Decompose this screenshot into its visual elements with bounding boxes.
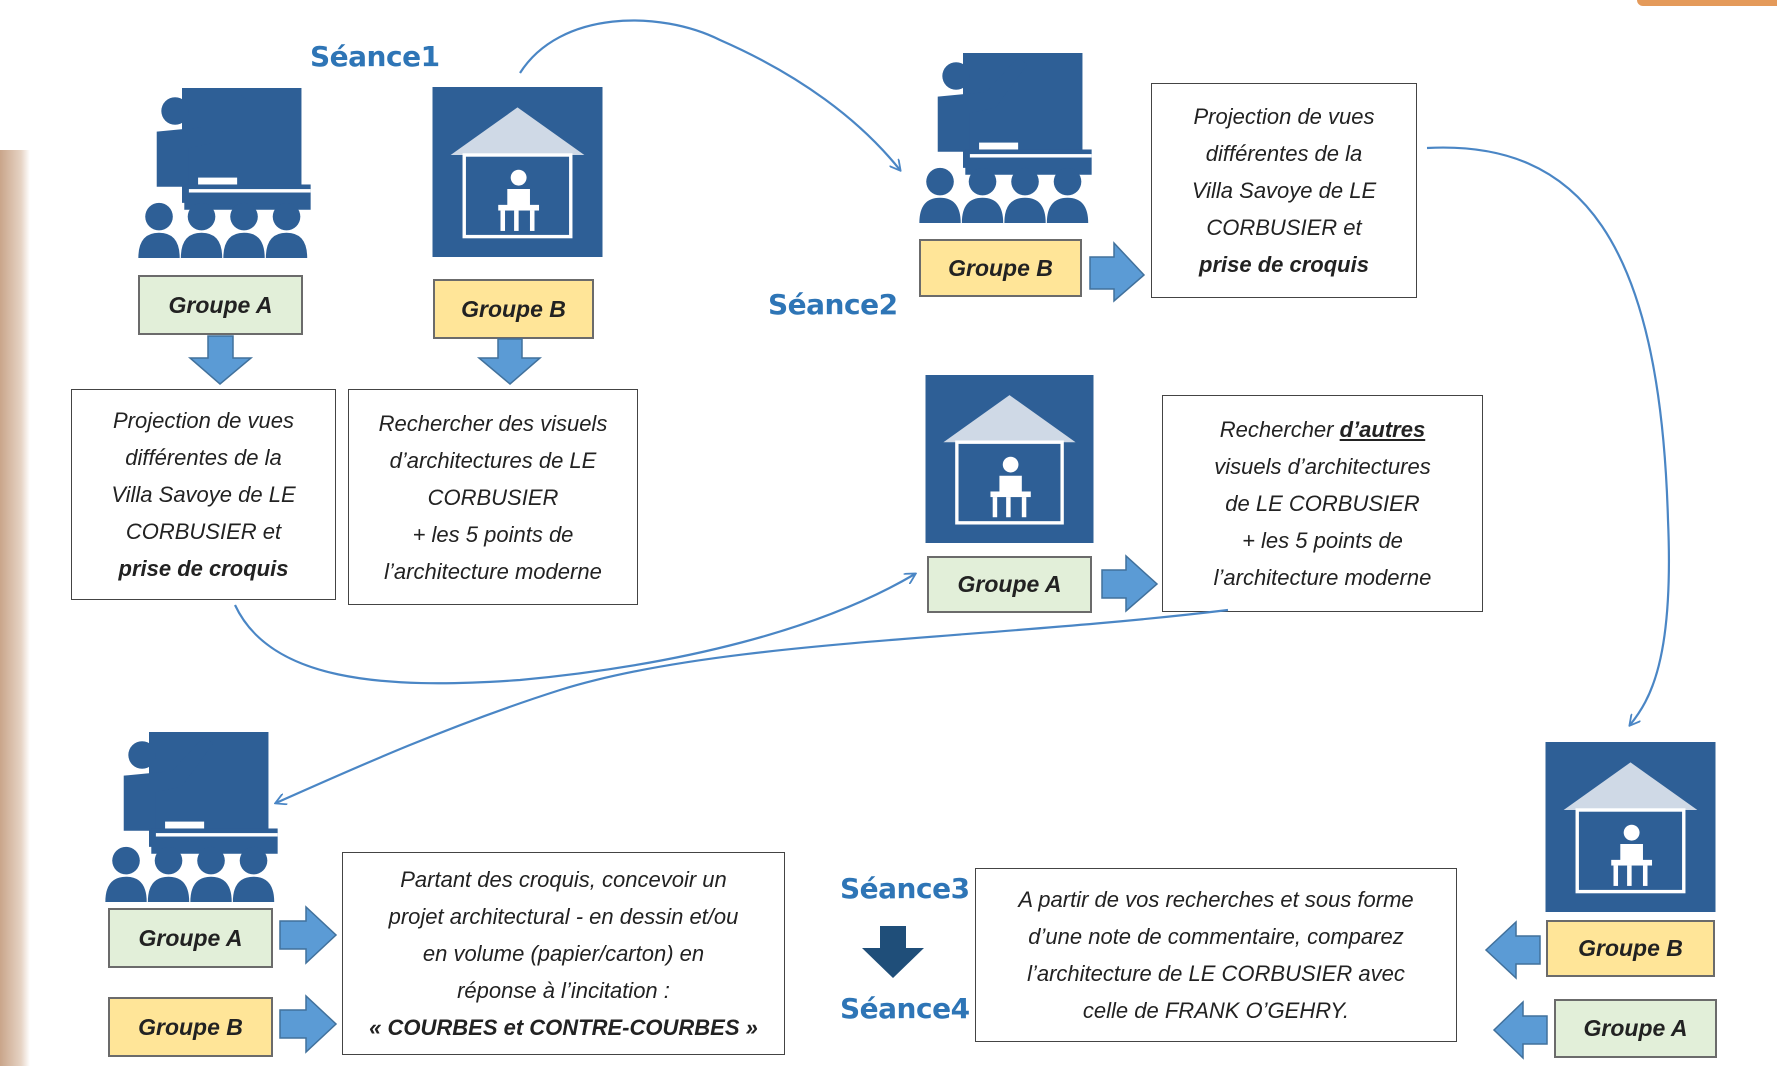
right-arrow	[1101, 554, 1159, 613]
projection-line: Projection de vues	[1193, 104, 1375, 129]
compare-line: A partir de vos recherches et sous forme	[1018, 887, 1414, 912]
projection-line: CORBUSIER et	[125, 519, 282, 544]
projection-box-seance2: Projection de vues différentes de la Vil…	[1151, 83, 1417, 298]
research-other-line: visuels d’architectures	[1214, 454, 1431, 479]
right-arrow	[279, 994, 338, 1054]
research-other-line: de LE CORBUSIER	[1225, 491, 1420, 516]
projection-line: différentes de la	[125, 445, 282, 470]
session-1-label: Séance1	[310, 40, 440, 73]
project-line: Partant des croquis, concevoir un	[400, 867, 727, 892]
research-other-box: Rechercher d’autres visuels d’architectu…	[1162, 395, 1483, 612]
project-line: projet architectural - en dessin et/ou	[388, 904, 739, 929]
research-box-seance1: Rechercher des visuels d’architectures d…	[348, 389, 638, 605]
projection-line: Villa Savoye de LE	[111, 482, 296, 507]
study-house-icon	[1545, 742, 1716, 912]
projection-emphasis: prise de croquis	[1199, 252, 1369, 277]
research-other-line: + les 5 points de	[1242, 528, 1403, 553]
research-line: + les 5 points de	[412, 521, 574, 547]
compare-line: celle de FRANK O’GEHRY.	[1082, 998, 1350, 1023]
down-arrow	[476, 338, 543, 385]
research-line: l’architecture moderne	[384, 558, 602, 584]
research-other-line: l’architecture moderne	[1213, 565, 1432, 590]
classroom-icon	[138, 88, 311, 258]
study-house-icon	[924, 375, 1095, 543]
projection-emphasis: prise de croquis	[118, 556, 289, 581]
classroom-icon	[919, 53, 1092, 223]
group-a-label: Groupe A	[1554, 999, 1717, 1058]
projection-line: Projection de vues	[113, 408, 294, 433]
research-other-line: Rechercher	[1219, 417, 1340, 442]
down-arrow	[187, 335, 254, 385]
group-b-label: Groupe B	[433, 279, 594, 339]
right-arrow	[279, 905, 338, 965]
group-a-label: Groupe A	[138, 275, 303, 335]
session-transition-arrow	[862, 926, 924, 978]
session-4-label: Séance4	[840, 992, 970, 1025]
group-a-label: Groupe A	[927, 556, 1092, 613]
right-arrow	[1089, 241, 1146, 303]
research-line: d’architectures de LE	[389, 447, 597, 473]
project-line: réponse à l’incitation :	[457, 978, 670, 1003]
projection-line: Villa Savoye de LE	[1191, 178, 1377, 203]
compare-line: d’une note de commentaire, comparez	[1028, 924, 1404, 949]
projection-line: différentes de la	[1205, 141, 1363, 166]
background-edge	[0, 150, 30, 1066]
group-a-label: Groupe A	[108, 908, 273, 968]
group-b-label: Groupe B	[1546, 920, 1715, 977]
session-3-label: Séance3	[840, 872, 970, 905]
group-b-label: Groupe B	[108, 997, 273, 1057]
corner-tab	[1637, 0, 1777, 6]
project-line: en volume (papier/carton) en	[422, 941, 705, 966]
study-house-icon	[432, 87, 603, 257]
project-emphasis: « COURBES et CONTRE-COURBES »	[369, 1015, 758, 1040]
compare-box: A partir de vos recherches et sous forme…	[975, 868, 1457, 1042]
classroom-icon	[105, 732, 278, 902]
research-line: Rechercher des visuels	[378, 410, 608, 436]
projection-box-seance1: Projection de vues différentes de la Vil…	[71, 389, 336, 600]
research-line: CORBUSIER	[427, 484, 559, 510]
research-other-emphasis: d’autres	[1339, 417, 1426, 442]
session-2-label: Séance2	[768, 288, 898, 321]
project-box: Partant des croquis, concevoir un projet…	[342, 852, 785, 1055]
projection-line: CORBUSIER et	[1206, 215, 1362, 240]
group-b-label: Groupe B	[919, 239, 1082, 297]
curve-arrow	[276, 608, 1229, 803]
compare-line: l’architecture de LE CORBUSIER avec	[1027, 961, 1405, 986]
left-arrow	[1484, 920, 1541, 980]
left-arrow	[1492, 1000, 1548, 1060]
